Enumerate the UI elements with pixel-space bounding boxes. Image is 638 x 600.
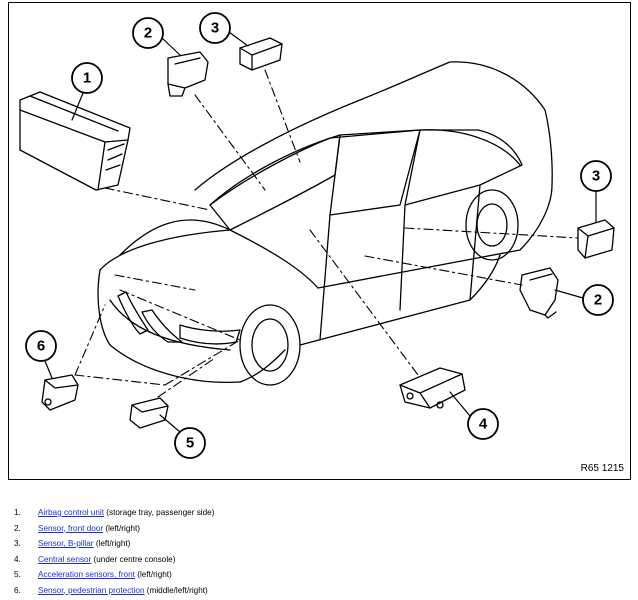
callout-circle-3-top — [199, 12, 231, 44]
callout-number-5: 5 — [186, 435, 194, 452]
front-door-sensor-drawing-top — [167, 51, 209, 97]
callout-circles — [25, 12, 614, 459]
diagram-frame — [8, 2, 631, 480]
b-pillar-sensor-drawing-right — [577, 219, 615, 259]
legend-item: 4. Central sensor (under centre console) — [14, 552, 214, 568]
legend-link-acceleration-sensors-front[interactable]: Acceleration sensors, front — [38, 570, 135, 579]
legend-link-airbag-control-unit[interactable]: Airbag control unit — [38, 508, 104, 517]
legend-item: 1. Airbag control unit (storage tray, pas… — [14, 505, 214, 521]
legend-number: 3. — [14, 539, 21, 548]
b-pillar-sensor-drawing-top — [239, 37, 283, 71]
callout-circle-2-right — [582, 284, 614, 316]
legend-note: (middle/left/right) — [146, 585, 208, 595]
legend-note: (under centre console) — [93, 554, 176, 564]
legend-number: 6. — [14, 585, 21, 595]
callout-number-4: 4 — [479, 416, 488, 433]
front-door-sensor-drawing-right — [519, 267, 559, 319]
callout-circle-6 — [25, 330, 57, 362]
callout-number-3-right: 3 — [592, 168, 600, 185]
legend-item: 6. Sensor, pedestrian protection (middle/… — [14, 583, 214, 599]
callout-number-2-right: 2 — [594, 292, 602, 309]
legend-link-sensor-pedestrian-protection[interactable]: Sensor, pedestrian protection — [38, 585, 145, 595]
callout-number-2-top: 2 — [144, 25, 152, 42]
callout-leaders — [44, 31, 597, 433]
callout-number-6: 6 — [37, 338, 45, 355]
legend-note: (left/right) — [95, 539, 131, 548]
legend-number: 4. — [14, 554, 21, 564]
leader-lines — [74, 69, 579, 398]
callout-circle-5 — [174, 427, 206, 459]
legend-link-sensor-b-pillar[interactable]: Sensor, B-pillar — [38, 539, 94, 548]
legend-item: 5. Acceleration sensors, front (left/righ… — [14, 567, 214, 583]
legend-number: 5. — [14, 570, 21, 579]
legend-link-central-sensor[interactable]: Central sensor — [38, 554, 92, 564]
airbag-control-unit-drawing — [19, 91, 131, 191]
legend-number: 1. — [14, 508, 21, 517]
legend-note: (storage tray, passenger side) — [106, 508, 215, 517]
airbag-sensor-diagram: 1 2 3 3 2 6 5 4 — [19, 12, 615, 459]
legend-note: (left/right) — [105, 523, 140, 533]
central-sensor-drawing — [399, 367, 466, 409]
callout-number-1: 1 — [83, 70, 91, 87]
callout-circle-4 — [467, 408, 499, 440]
callout-circle-1 — [71, 62, 103, 94]
legend-number: 2. — [14, 523, 21, 533]
legend-item: 2. Sensor, front door (left/right) — [14, 521, 214, 537]
acceleration-sensor-drawing — [129, 397, 169, 429]
legend-note: (left/right) — [137, 570, 172, 579]
legend-list: 1. Airbag control unit (storage tray, pas… — [14, 505, 214, 598]
legend-link-sensor-front-door[interactable]: Sensor, front door — [38, 523, 104, 533]
callout-number-3-top: 3 — [211, 20, 219, 37]
pedestrian-protection-sensor-drawing — [41, 374, 79, 411]
legend-item: 3. Sensor, B-pillar (left/right) — [14, 536, 214, 552]
figure-reference-code: R65 1215 — [580, 463, 624, 474]
callout-circle-2-top — [132, 17, 164, 49]
car-outline — [97, 61, 553, 386]
